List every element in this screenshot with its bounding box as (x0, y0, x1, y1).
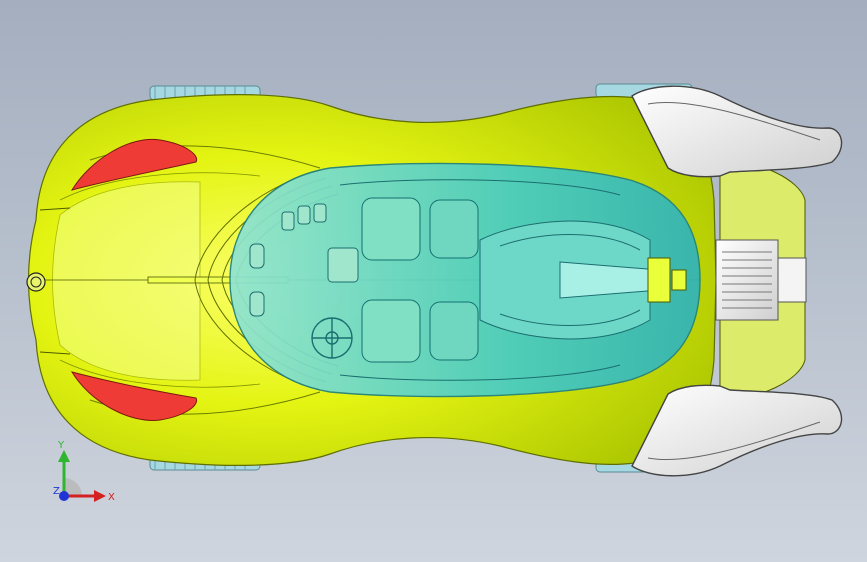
seat-right (361, 299, 479, 363)
dashboard (249, 203, 359, 317)
rear-spoiler (715, 159, 807, 401)
y-axis-label: Y (57, 440, 65, 451)
front-badge (26, 272, 46, 292)
steering-wheel-icon (311, 317, 353, 359)
nose-panel (52, 181, 201, 381)
coordinate-triad: Y X Z (53, 440, 115, 503)
vent-bottom (70, 371, 198, 421)
z-axis-label: Z (53, 486, 60, 497)
rear-intake (647, 257, 687, 303)
triad-base-wedge (64, 478, 82, 496)
seat-left (361, 197, 479, 261)
z-axis-dot (59, 491, 69, 501)
x-axis-label: X (108, 492, 115, 503)
vent-top (70, 138, 198, 191)
rear-fin-top (631, 85, 843, 178)
rear-fin-bottom (631, 384, 843, 477)
